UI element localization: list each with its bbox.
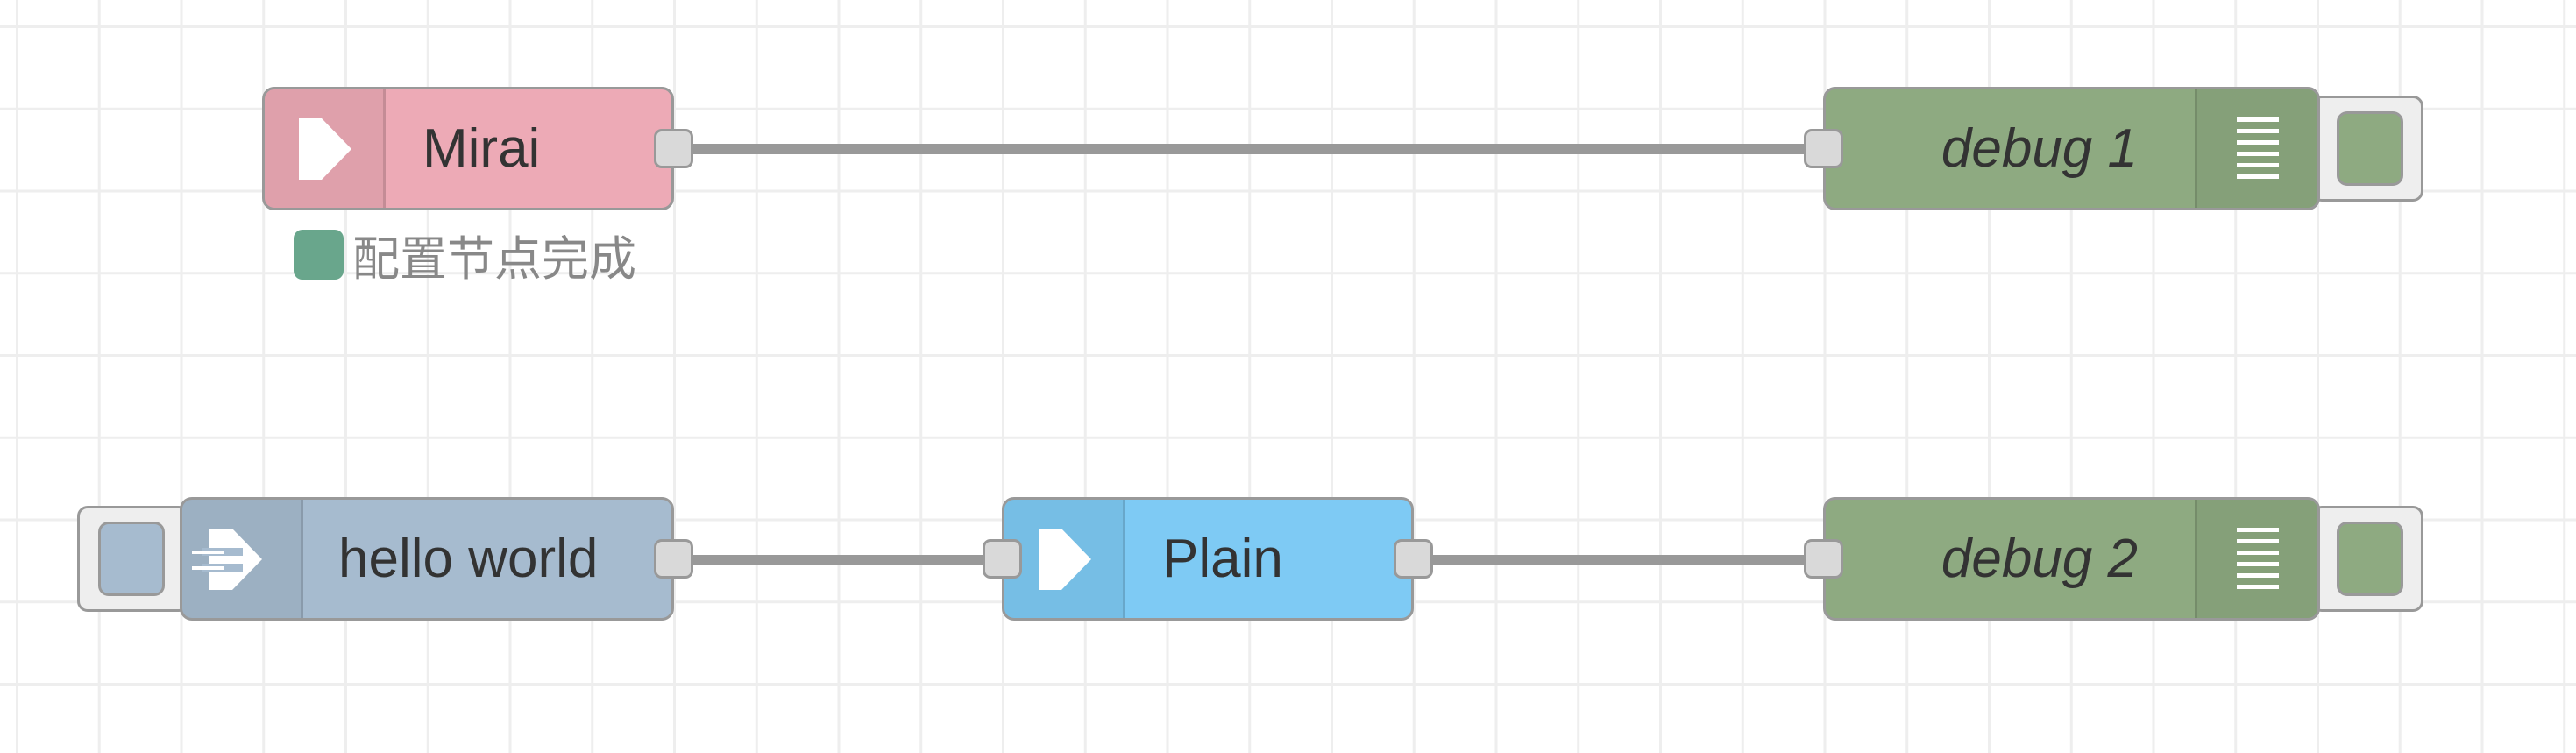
plain-input-port[interactable] bbox=[983, 539, 1022, 579]
arrow-right-icon bbox=[299, 118, 351, 180]
status-indicator-dot bbox=[294, 230, 344, 280]
debug-2-input-port[interactable] bbox=[1804, 539, 1843, 579]
plain-node-label: Plain bbox=[1162, 529, 1283, 589]
list-icon bbox=[2237, 528, 2279, 589]
mirai-status-text: 配置节点完成 bbox=[352, 233, 636, 286]
debug-1-toggle-button[interactable] bbox=[2311, 96, 2423, 202]
hello-world-node-label: hello world bbox=[338, 529, 599, 589]
hello-world-node[interactable]: hello world bbox=[180, 497, 674, 621]
debug-1-node-label: debug 1 bbox=[1941, 118, 2138, 179]
mirai-output-port[interactable] bbox=[654, 129, 693, 168]
plain-output-port[interactable] bbox=[1394, 539, 1433, 579]
debug-2-node[interactable]: debug 2 bbox=[1823, 497, 2320, 621]
debug-1-node[interactable]: debug 1 bbox=[1823, 87, 2320, 210]
hello-world-icon-area bbox=[182, 500, 303, 618]
hello-world-inject-indicator bbox=[98, 522, 165, 596]
debug-1-icon-area bbox=[2195, 89, 2317, 208]
hello-world-output-port[interactable] bbox=[654, 539, 693, 579]
debug-1-input-port[interactable] bbox=[1804, 129, 1843, 168]
debug-2-icon-area bbox=[2195, 500, 2317, 618]
wire-mirai-to-debug-1[interactable] bbox=[692, 144, 1821, 154]
debug-2-toggle-button[interactable] bbox=[2311, 506, 2423, 612]
wire-plain-to-debug-2[interactable] bbox=[1431, 555, 1821, 565]
mirai-node-label: Mirai bbox=[422, 118, 541, 179]
arrow-right-icon bbox=[1039, 529, 1091, 590]
list-icon bbox=[2237, 117, 2279, 179]
wire-hello-world-to-plain[interactable] bbox=[692, 555, 1001, 565]
mirai-node[interactable]: Mirai bbox=[262, 87, 674, 210]
mirai-status: 配置节点完成 bbox=[294, 220, 636, 289]
hello-world-inject-button[interactable] bbox=[77, 506, 189, 612]
mirai-icon-area bbox=[265, 89, 386, 208]
debug-2-toggle-indicator bbox=[2337, 522, 2403, 596]
debug-2-node-label: debug 2 bbox=[1941, 529, 2138, 589]
plain-icon-area bbox=[1004, 500, 1125, 618]
plain-node[interactable]: Plain bbox=[1002, 497, 1414, 621]
inject-arrow-icon bbox=[192, 529, 262, 590]
debug-1-toggle-indicator bbox=[2337, 111, 2403, 186]
